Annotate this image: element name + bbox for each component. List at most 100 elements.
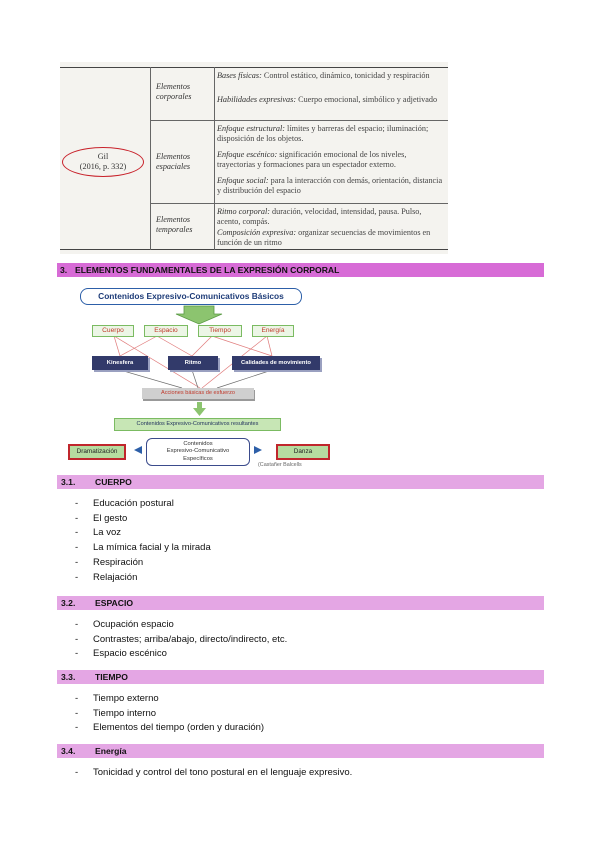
item-text: Cuerpo emocional, simbólico y adjetivado (296, 95, 438, 104)
category-line: corporales (156, 92, 192, 101)
table-top-rule (60, 67, 448, 68)
item-label: Composición expresiva: (217, 228, 297, 237)
center-line: Contenidos (183, 441, 213, 447)
table-item: Enfoque escénico: significación emociona… (217, 150, 445, 169)
section-number: 3.3. (61, 672, 76, 682)
table-item: Enfoque social: para la interacción con … (217, 176, 445, 195)
category-line: Elementos (156, 215, 191, 224)
element-energia: Energía (252, 325, 294, 337)
item-label: Ritmo corporal: (217, 207, 270, 216)
table-item: Bases físicas: Control estático, dinámic… (217, 71, 445, 81)
resulting-bar: Contenidos Expresivo-Comunicativos resul… (114, 418, 281, 431)
category-line: temporales (156, 225, 193, 234)
section-title: CUERPO (95, 477, 132, 487)
diagram-source-note: (Castañer Balcells (258, 462, 302, 468)
author-name: Gil (97, 152, 109, 161)
element-tiempo: Tiempo (198, 325, 242, 337)
list-item: La mímica facial y la mirada (75, 541, 211, 556)
item-label: Enfoque escénico: (217, 150, 278, 159)
author-citation: Gil (2016, p. 332) (62, 147, 144, 177)
author-ref: (2016, p. 332) (79, 162, 127, 171)
table-cell: Bases físicas: Control estático, dinámic… (217, 71, 445, 81)
elements-table: Gil (2016, p. 332) Elementos corporales … (60, 62, 448, 254)
box-danza: Danza (276, 444, 330, 460)
item-text: duración, velocidad, intensidad, pausa. … (217, 207, 422, 226)
item-label: Habilidades expresivas: (217, 95, 297, 104)
left-arrow-icon (134, 446, 148, 454)
section-number: 3.4. (61, 746, 76, 756)
table-divider (214, 67, 215, 250)
list-item: Tonicidad y control del tono postural en… (75, 766, 352, 781)
list-item: Respiración (75, 556, 211, 571)
table-category: Elementos temporales (156, 215, 212, 235)
element-cuerpo: Cuerpo (92, 325, 134, 337)
table-cell: Habilidades expresivas: Cuerpo emocional… (217, 95, 445, 105)
down-arrow-icon (175, 305, 223, 325)
section-header-cuerpo: 3.1. CUERPO (57, 475, 544, 489)
list-item: Tiempo externo (75, 692, 264, 707)
center-line: Expresivo-Comunicativo (166, 448, 230, 455)
section-title: TIEMPO (95, 672, 128, 682)
section-header-espacio: 3.2. ESPACIO (57, 596, 544, 610)
item-text: organizar secuencias de movi­mientos en … (217, 228, 431, 247)
section-header-energia: 3.4. Energía (57, 744, 544, 758)
item-text: límites y barreras del espacio; ilumi­na… (217, 124, 429, 143)
table-cell: Ritmo corporal: duración, velocidad, int… (217, 207, 445, 226)
table-cell: Enfoque social: para la interacción con … (217, 176, 445, 195)
item-label: Bases físicas: (217, 71, 262, 80)
list-item: El gesto (75, 512, 211, 527)
action-lines (119, 369, 273, 389)
category-line: espaciales (156, 162, 191, 171)
table-row-divider (150, 120, 448, 121)
list-item: Espacio escénico (75, 647, 287, 662)
box-dramatizacion: Dramatización (68, 444, 126, 460)
table-divider (150, 67, 151, 250)
list-item: La voz (75, 526, 211, 541)
table-category: Elementos espaciales (156, 152, 212, 172)
contents-diagram: Contenidos Expresivo-Comunicativos Básic… (62, 284, 332, 472)
table-bottom-rule (60, 249, 448, 250)
table-row-divider (150, 203, 448, 204)
element-espacio: Espacio (144, 325, 188, 337)
table-cell: Enfoque escénico: significación emociona… (217, 150, 445, 169)
table-cell: Composición expresiva: organizar secuenc… (217, 228, 445, 247)
list-item: Tiempo interno (75, 707, 264, 722)
block-kinesfera: Kinesfera (92, 356, 148, 370)
section-title: ESPACIO (95, 598, 134, 608)
tiempo-list: Tiempo externo Tiempo interno Elementos … (75, 692, 264, 736)
section-header-3: 3. ELEMENTOS FUNDAMENTALES DE LA EXPRESI… (57, 263, 544, 277)
actions-bar: Acciones básicas de esfuerzo (142, 388, 254, 399)
down-arrow-icon (193, 402, 206, 416)
list-item: Elementos del tiempo (orden y duración) (75, 721, 264, 736)
block-ritmo: Ritmo (168, 356, 218, 370)
right-arrow-icon (248, 446, 262, 454)
list-item: Contrastes; arriba/abajo, directo/indire… (75, 633, 287, 648)
center-line: Específicos (183, 455, 213, 462)
specific-contents-box: Contenidos Expresivo-Comunicativo Especí… (146, 438, 250, 466)
diagram-title: Contenidos Expresivo-Comunicativos Básic… (80, 288, 302, 305)
table-item: Ritmo corporal: duración, velocidad, int… (217, 207, 445, 226)
table-category: Elementos corporales (156, 82, 212, 102)
item-text: para la interacción con demás, orienta­c… (217, 176, 443, 195)
list-item: Relajación (75, 571, 211, 586)
section-number: 3. (60, 265, 68, 275)
list-item: Educación postural (75, 497, 211, 512)
category-line: Elementos (156, 82, 191, 91)
table-item: Habilidades expresivas: Cuerpo emocional… (217, 95, 445, 105)
cuerpo-list: Educación postural El gesto La voz La mí… (75, 497, 211, 585)
table-cell: Enfoque estructural: límites y barreras … (217, 124, 445, 143)
item-label: Enfoque estructural: (217, 124, 285, 133)
block-calidades: Calidades de movimiento (232, 356, 320, 370)
section-number: 3.2. (61, 598, 76, 608)
category-line: Elementos (156, 152, 191, 161)
section-title: ELEMENTOS FUNDAMENTALES DE LA EXPRESIÓN … (75, 265, 340, 275)
item-text: Control estático, dinámico, tonicidad y … (261, 71, 430, 80)
section-number: 3.1. (61, 477, 76, 487)
energia-list: Tonicidad y control del tono postural en… (75, 766, 352, 781)
list-item: Ocupación espacio (75, 618, 287, 633)
table-item: Enfoque estructural: límites y barreras … (217, 124, 445, 143)
item-text: significación emocional de los niveles, … (217, 150, 407, 169)
espacio-list: Ocupación espacio Contrastes; arriba/aba… (75, 618, 287, 662)
section-header-tiempo: 3.3. TIEMPO (57, 670, 544, 684)
section-title: Energía (95, 746, 127, 756)
